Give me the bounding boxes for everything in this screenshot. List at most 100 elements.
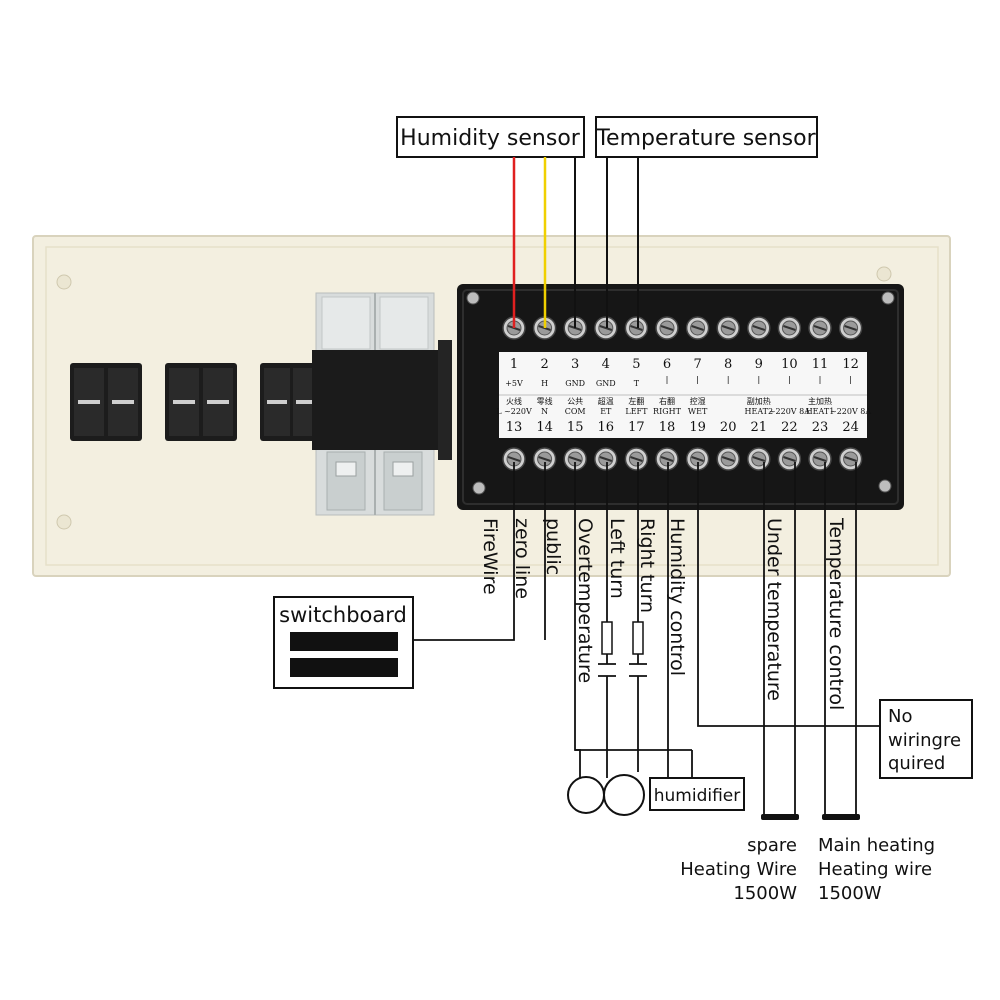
no-wiring-label-2: wiringre <box>888 730 961 751</box>
terminal-number: 6 <box>663 357 671 372</box>
terminal-cn-label: 公共 <box>567 397 583 406</box>
terminal-sub-label: N <box>541 407 548 416</box>
mounting-panel-inner <box>45 246 939 566</box>
terminal-cn-label: 火线 <box>506 396 522 406</box>
humidifier-box <box>649 777 745 811</box>
terminal-number: 17 <box>628 420 645 435</box>
screw-icon <box>881 291 895 305</box>
main-heating-wire-icon <box>822 814 860 820</box>
terminal-sub-label: GND <box>565 379 585 388</box>
terminal-screw-24 <box>838 447 863 471</box>
terminal-screw-23 <box>808 447 832 471</box>
no-wiring-label-1: No <box>888 706 912 727</box>
terminal-screw-18 <box>655 447 679 471</box>
terminal-cn-label: 左翻 <box>628 396 644 406</box>
terminal-number: 1 <box>510 357 518 372</box>
main-label-2: Heating wire <box>818 859 932 880</box>
humidity-control-label: Humidity control <box>666 518 688 676</box>
terminal-number: 22 <box>781 420 798 435</box>
terminal-sub-label: WET <box>688 407 708 416</box>
motor-icon <box>567 776 605 814</box>
terminal-sub-label: H <box>541 379 548 388</box>
no-wiring-label-3: quired <box>888 753 945 774</box>
motor-icon <box>603 774 645 816</box>
terminal-screw-12 <box>838 316 863 340</box>
overtemperature-label: Overtemperature <box>574 518 596 683</box>
terminal-number: 14 <box>536 420 553 435</box>
terminal-number: 24 <box>842 420 859 435</box>
terminal-screw-17 <box>624 447 649 471</box>
lower-wiring <box>413 462 880 818</box>
terminal-cn-label: 右翻 <box>659 396 675 406</box>
main-label-1: Main heating <box>818 835 935 856</box>
terminal-sub-label: ~220V 8A <box>769 407 810 416</box>
screw-icon <box>466 291 480 305</box>
circuit-breaker <box>312 292 452 516</box>
switchboard-label: switchboard <box>279 603 407 627</box>
terminal-number: 4 <box>602 357 610 372</box>
terminal-number: 18 <box>659 420 676 435</box>
terminal-number: 9 <box>755 357 763 372</box>
terminal-sub-label: HEAT1 <box>806 407 835 416</box>
terminal-number: 21 <box>751 420 768 435</box>
terminal-number: 19 <box>689 420 706 435</box>
resistor-icon <box>632 621 644 655</box>
terminal-sub-label: RIGHT <box>653 407 682 416</box>
main-label-3: 1500W <box>818 883 882 904</box>
terminal-cn-label: 超温 <box>598 396 614 406</box>
terminal-cn-label: 主加热 <box>808 396 832 406</box>
terminal-screw-5 <box>624 316 649 340</box>
contact-icon <box>598 663 647 677</box>
terminal-screw-11 <box>808 316 832 340</box>
terminal-sub-label: LEFT <box>625 407 648 416</box>
socket-1 <box>70 363 142 441</box>
socket-2 <box>165 363 237 441</box>
terminal-sub-label: +5V <box>505 379 523 388</box>
spare-label-2: Heating Wire <box>680 859 797 880</box>
terminal-screw-14 <box>532 447 557 471</box>
terminal-sub-label: HEAT2 <box>745 407 774 416</box>
screw-hole-icon <box>876 266 892 282</box>
terminal-number: 10 <box>781 357 798 372</box>
switchboard-bar <box>290 658 398 677</box>
firewire-label: FireWire <box>479 518 501 595</box>
terminal-sub-label: ~220V 8A <box>830 407 871 416</box>
terminal-cn-label: 副加热 <box>747 396 771 406</box>
under-temperature-label: Under temperature <box>763 518 785 701</box>
humidifier-label: humidifier <box>654 786 741 806</box>
spare-label-3: 1500W <box>733 883 797 904</box>
spare-label-1: spare <box>747 835 797 856</box>
terminal-screw-8 <box>716 316 740 340</box>
no-wiring-box <box>879 699 973 779</box>
terminal-screw-7 <box>685 316 710 340</box>
terminal-screw-21 <box>747 447 771 471</box>
terminal-number: 12 <box>842 357 859 372</box>
terminal-screw-9 <box>747 316 771 340</box>
humidity-sensor-box <box>396 116 585 158</box>
screw-hole-icon <box>56 274 72 290</box>
socket-3 <box>260 363 322 441</box>
terminal-screw-10 <box>777 316 802 340</box>
left-turn-label: Left turn <box>606 518 628 599</box>
screw-icon <box>878 479 892 493</box>
temperature-control-label: Temperature control <box>825 517 847 710</box>
public-label: public <box>542 518 564 575</box>
terminal-number: 7 <box>693 357 701 372</box>
terminal-screw-6 <box>655 316 679 340</box>
terminal-sub-label: COM <box>565 407 586 416</box>
terminal-screw-20 <box>716 447 740 471</box>
resistor-icon <box>601 621 613 655</box>
temperature-sensor-box <box>595 116 818 158</box>
terminal-screw-13 <box>502 447 526 471</box>
terminal-cn-label: 控湿 <box>690 396 706 406</box>
terminal-number: 3 <box>571 357 579 372</box>
terminal-number: 20 <box>720 420 737 435</box>
terminal-number: 15 <box>567 420 584 435</box>
terminal-sub-label: GND <box>596 379 616 388</box>
terminal-screw-16 <box>594 447 618 471</box>
terminal-screw-4 <box>594 316 618 340</box>
terminal-sub-label: L ~220V <box>496 407 532 416</box>
terminal-number: 13 <box>506 420 523 435</box>
